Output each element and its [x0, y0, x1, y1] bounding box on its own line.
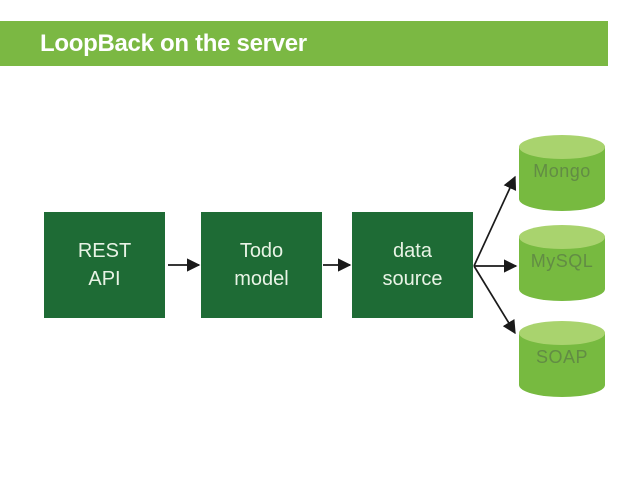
datastore-mysql: MySQL	[519, 225, 605, 301]
datastore-mongo-label: Mongo	[533, 161, 591, 181]
arrow-source-to-mongo	[473, 175, 517, 267]
arrow-source-to-soap	[473, 265, 516, 335]
node-data-source-label-line1: data	[393, 240, 432, 262]
cylinder-top	[519, 225, 605, 249]
datastore-soap: SOAP	[519, 321, 605, 397]
cylinder-top	[519, 321, 605, 345]
node-rest-api: REST API	[44, 212, 165, 318]
node-rest-api-label-line2: API	[88, 268, 121, 290]
node-data-source: data source	[352, 212, 473, 318]
datastore-mongo: Mongo	[519, 135, 605, 211]
node-data-source-label-line2: source	[382, 268, 443, 290]
slide-title: LoopBack on the server	[40, 29, 307, 57]
cylinder-top	[519, 135, 605, 159]
datastore-mysql-label: MySQL	[530, 251, 594, 271]
node-rest-api-label-line1: REST	[77, 240, 132, 262]
node-todo-model-label-line1: Todo	[239, 240, 284, 262]
datastore-soap-label: SOAP	[535, 347, 589, 367]
node-todo-model: Todo model	[201, 212, 322, 318]
node-todo-model-label-line2: model	[234, 268, 289, 290]
slide-header-bar: LoopBack on the server	[0, 21, 608, 66]
